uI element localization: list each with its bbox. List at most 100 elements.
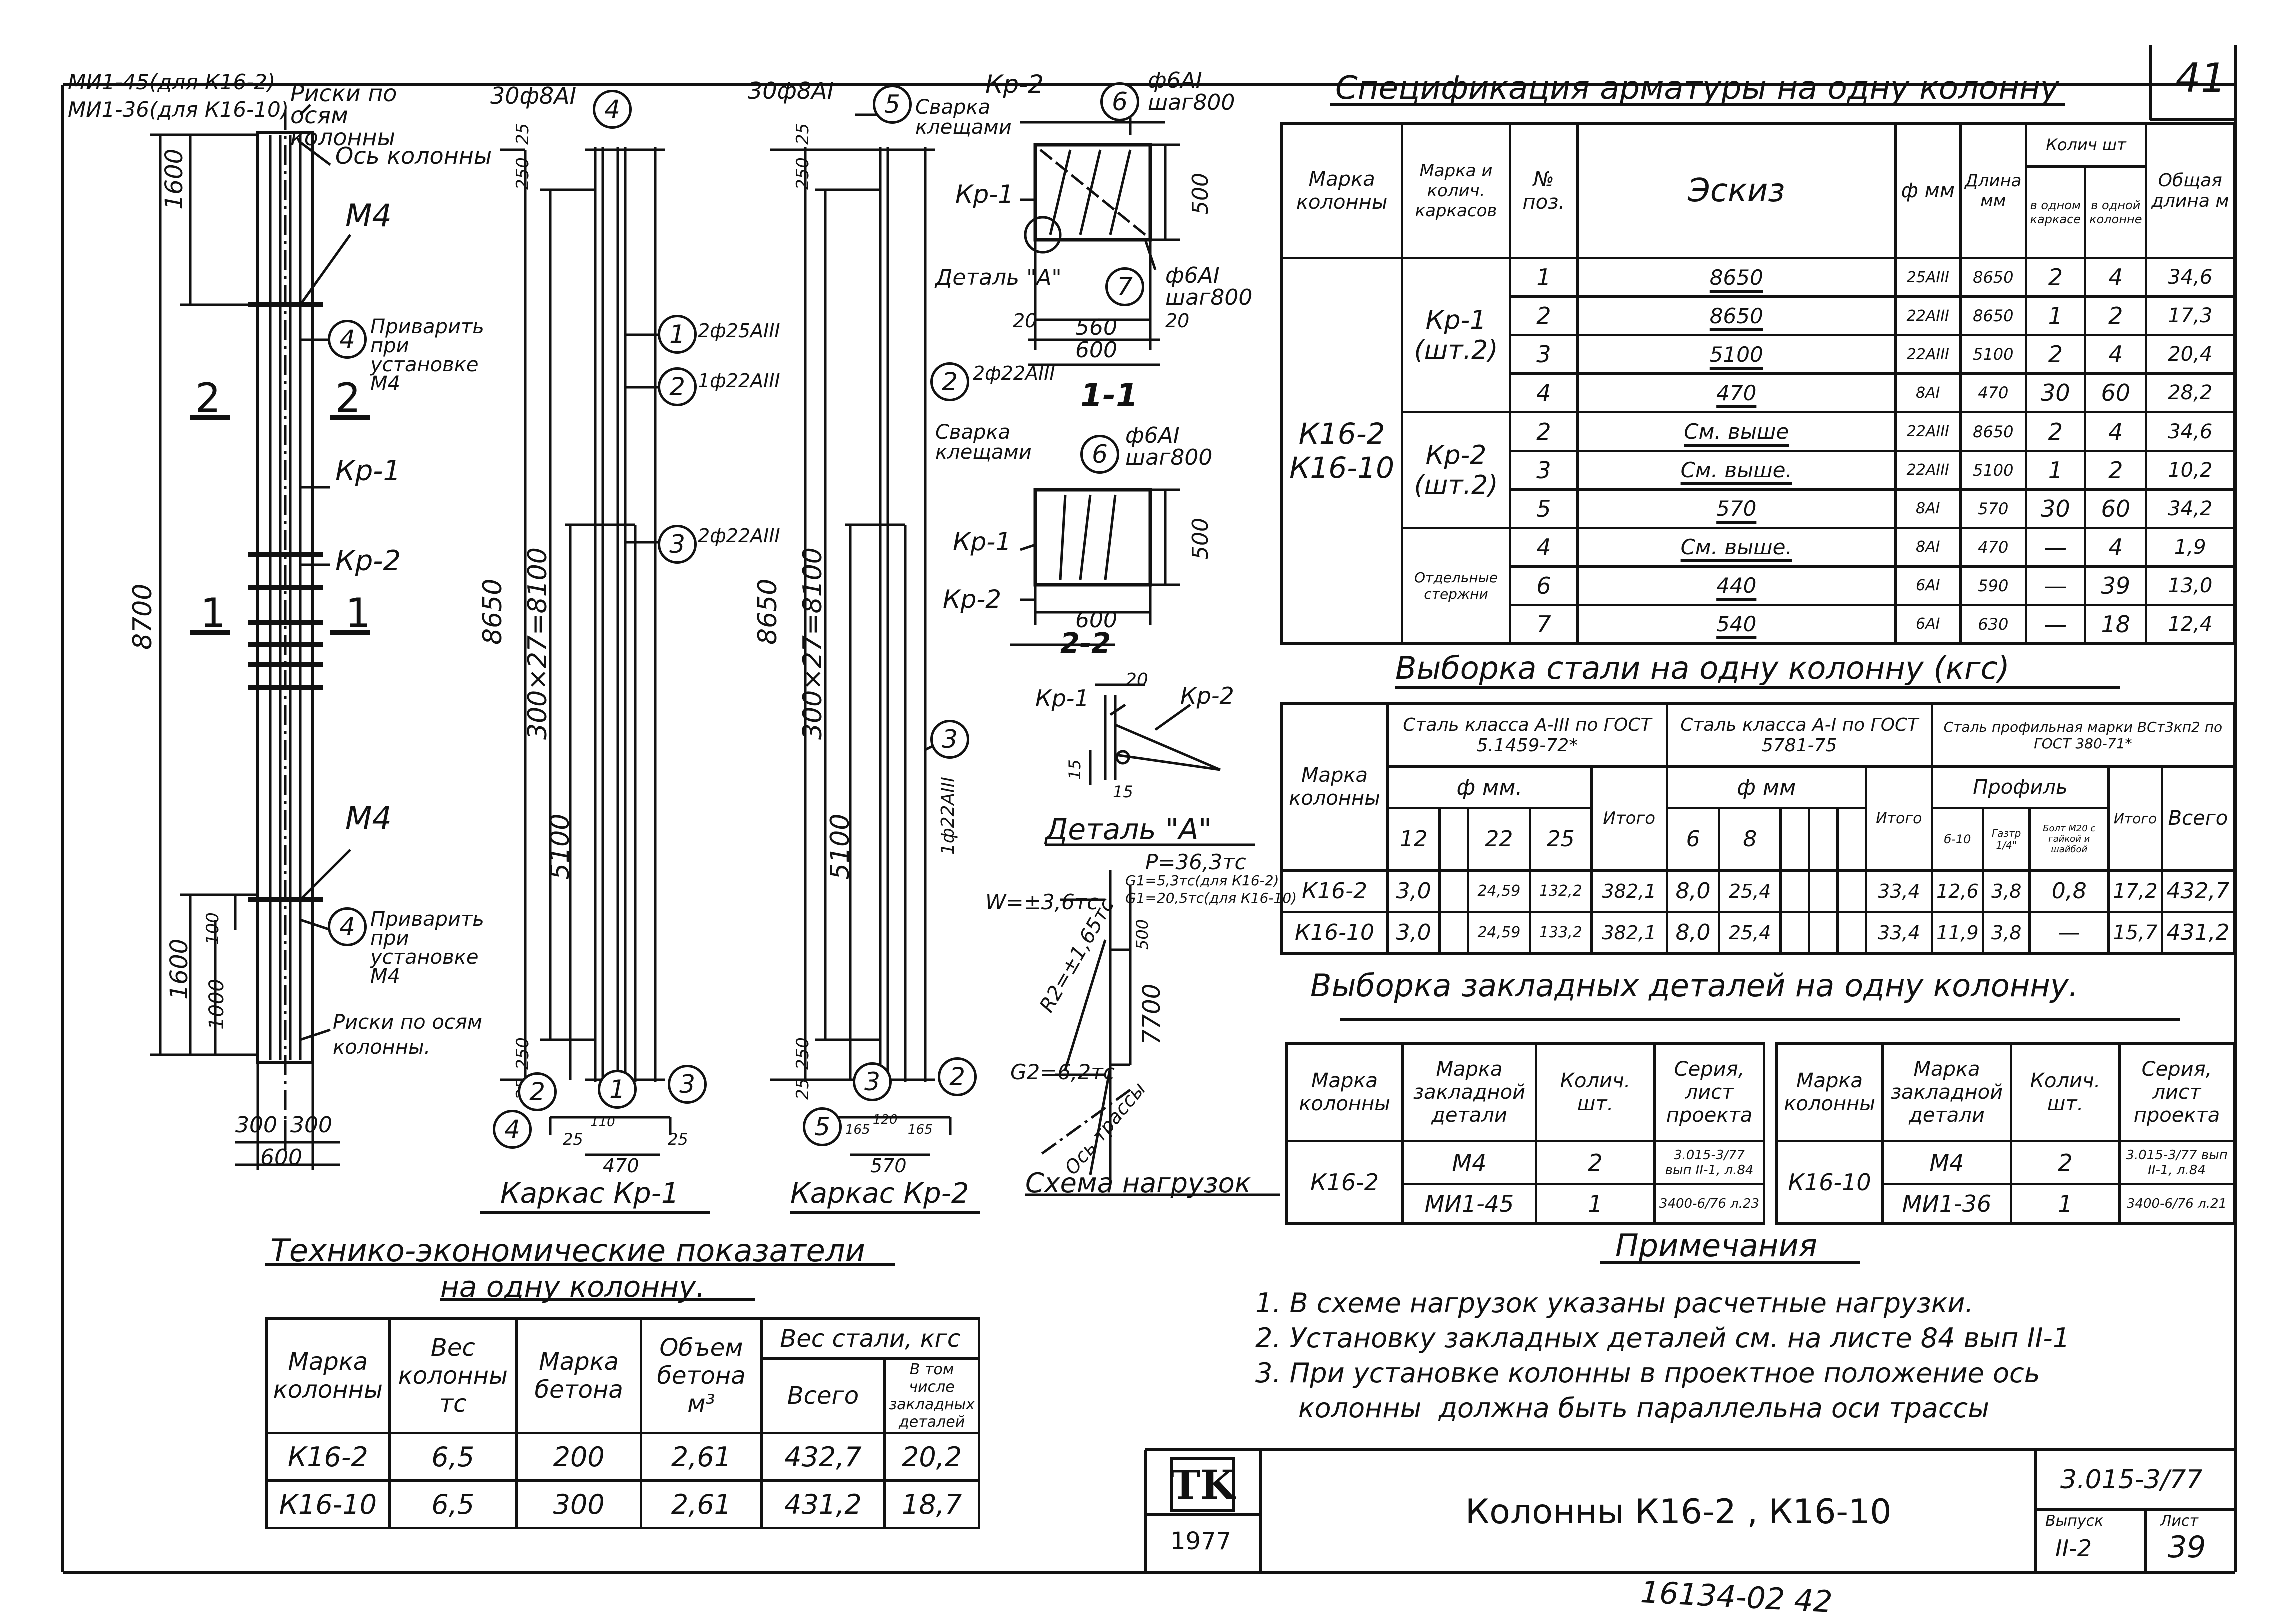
m4-bottom-label: М4 bbox=[345, 800, 392, 836]
spec-len: 8650 bbox=[1959, 257, 2027, 298]
s11-ref6: ф6АI шаг800 bbox=[1148, 68, 1235, 116]
spec-d: 6АI bbox=[1894, 565, 1962, 606]
spec-n-cage: — bbox=[2024, 526, 2087, 568]
emb-right-ref-1: 3400-6/76 л.21 bbox=[2118, 1183, 2235, 1225]
ref-circle-3-kr2: 3 bbox=[930, 720, 969, 759]
emb-right-part-1: МИ1-36 bbox=[1881, 1183, 2012, 1225]
tei-title: Технико-экономические показатели bbox=[270, 1232, 865, 1269]
steel-empty bbox=[1438, 869, 1470, 914]
sheet-title: Колонны К16-2 , К16-10 bbox=[1465, 1492, 1892, 1532]
note-item: колонны должна быть параллельна оси трас… bbox=[1255, 1392, 1989, 1424]
s22-dim-500: 500 bbox=[1188, 518, 1213, 560]
tei-w: 6,5 bbox=[388, 1432, 518, 1482]
ref-circle-2-kr2: 2 bbox=[930, 362, 969, 402]
load-dim-7700: 7700 bbox=[1138, 984, 1166, 1045]
spec-d: 6АI bbox=[1894, 604, 1962, 646]
emb-h-ref: Серия, лист проекта bbox=[1653, 1042, 1765, 1142]
weld-bottom-label: Приварить при установке М4 bbox=[370, 908, 484, 988]
spec-table: Марка колонны Марка и колич. каркасов № … bbox=[1280, 122, 2235, 646]
spec-n-col: 4 bbox=[2084, 257, 2148, 298]
steel-h-mark: Марка колонны bbox=[1280, 702, 1389, 872]
cage2-bar2: 2ф22АIII bbox=[973, 362, 1055, 384]
spec-pos: 5 bbox=[1508, 488, 1579, 530]
spec-title: Спецификация арматуры на одну колонну bbox=[1335, 70, 2059, 107]
steel-p2: 3,8 bbox=[1982, 869, 2031, 914]
spec-pos: 4 bbox=[1508, 526, 1579, 568]
detA-dim-15b: 15 bbox=[1113, 782, 1133, 802]
steel-s1: 382,1 bbox=[1590, 869, 1668, 914]
steel-c8: 25,4 bbox=[1718, 910, 1782, 956]
s11-detail: Деталь "А" bbox=[935, 265, 1062, 290]
section-ref-5-kr2: 5 bbox=[803, 1108, 842, 1146]
steel-mark: К16-2 bbox=[1280, 869, 1389, 914]
embedded-title: Выборка закладных деталей на одну колонн… bbox=[1310, 968, 2079, 1004]
tei-v: 2,61 bbox=[640, 1480, 763, 1530]
steel-c12: 3,0 bbox=[1386, 910, 1441, 956]
spec-sketch: См. выше. bbox=[1576, 450, 1897, 491]
spec-cage-kr2: Кр-2 (шт.2) bbox=[1401, 411, 1511, 530]
notes-title: Примечания bbox=[1615, 1228, 1817, 1264]
steel-h-prof: Сталь профильная марки ВСт3кп2 по ГОСТ 3… bbox=[1930, 702, 2236, 768]
weld-top-label: Приварить при установке М4 bbox=[370, 316, 484, 396]
steel-empty bbox=[1836, 910, 1867, 956]
dim-600: 600 bbox=[260, 1145, 302, 1170]
cage1-bar1: 2ф25АIII bbox=[698, 320, 780, 342]
steel-h-p1: б-10 bbox=[1930, 807, 1985, 872]
spec-n-col: 2 bbox=[2084, 450, 2148, 491]
steel-p1: 12,6 bbox=[1930, 869, 1985, 914]
emb-left-part-0: М4 bbox=[1401, 1140, 1537, 1186]
tei-h-concrete: Марка бетона bbox=[515, 1318, 643, 1434]
spec-d: 22АIII bbox=[1894, 411, 1962, 452]
spec-sketch: 540 bbox=[1576, 604, 1897, 646]
spec-len: 570 bbox=[1959, 488, 2027, 530]
emb-h-qty: Колич. шт. bbox=[1535, 1042, 1656, 1142]
embedded-mark-1: МИ1-45(для К16-2) bbox=[68, 70, 276, 94]
steel-h-12: 12 bbox=[1386, 807, 1441, 872]
s22-kr2: Кр-2 bbox=[943, 585, 1002, 614]
spec-total: 10,2 bbox=[2145, 450, 2235, 491]
steel-c22: 24,59 bbox=[1467, 910, 1531, 956]
spec-len: 5100 bbox=[1959, 450, 2027, 491]
detA-kr1: Кр-1 bbox=[1035, 685, 1089, 712]
series-code: 3.015-3/77 bbox=[2060, 1465, 2203, 1495]
note-item: 1. В схеме нагрузок указаны расчетные на… bbox=[1255, 1288, 1974, 1319]
spec-total: 34,6 bbox=[2145, 411, 2235, 452]
spec-n-cage: 30 bbox=[2024, 488, 2087, 530]
ref-circle-1: 1 bbox=[658, 315, 697, 354]
spec-total: 12,4 bbox=[2145, 604, 2235, 646]
spec-sketch: См. выше bbox=[1576, 411, 1897, 452]
spec-n-cage: — bbox=[2024, 565, 2087, 606]
steel-c6: 8,0 bbox=[1665, 910, 1721, 956]
spec-n-col: 4 bbox=[2084, 334, 2148, 376]
s22-ref6: ф6АI шаг800 bbox=[1125, 423, 1213, 470]
spec-d: 22АIII bbox=[1894, 450, 1962, 491]
spec-total: 13,0 bbox=[2145, 565, 2235, 606]
axis-label: Ось колонны bbox=[335, 142, 492, 170]
cage1-dim-250-bottom: 250 bbox=[513, 1038, 533, 1070]
section-mark-1-right: 1 bbox=[345, 590, 371, 636]
spec-h-mark: Марка колонны bbox=[1280, 122, 1404, 260]
spec-h-cages: Марка и колич. каркасов bbox=[1401, 122, 1511, 260]
load-W: W=±3,6тс bbox=[985, 890, 1099, 914]
steel-h-25: 25 bbox=[1528, 807, 1593, 872]
tei-mark: К16-10 bbox=[265, 1480, 391, 1530]
spec-n-col: 4 bbox=[2084, 526, 2148, 568]
s11-ref7: ф6АI шаг800 bbox=[1165, 263, 1253, 310]
note-item: 2. Установку закладных деталей см. на ли… bbox=[1255, 1322, 2070, 1354]
section-ref-2: 2 bbox=[518, 1072, 557, 1112]
tei-subtitle: на одну колонну. bbox=[440, 1270, 705, 1304]
spec-sketch: 570 bbox=[1576, 488, 1897, 530]
load-G1a: G1=5,3тс(для К16-2) bbox=[1125, 872, 1279, 889]
steel-h-itogo1: Итого bbox=[1590, 766, 1668, 872]
steel-c22: 24,59 bbox=[1467, 869, 1531, 914]
load-G2: G2=6,2тс bbox=[1010, 1060, 1115, 1084]
spec-n-col: 60 bbox=[2084, 488, 2148, 530]
cage1-dim-250-top: 250 bbox=[513, 158, 533, 190]
spec-n-cage: 2 bbox=[2024, 334, 2087, 376]
spec-pos: 4 bbox=[1508, 372, 1579, 414]
cage1-dim-5100: 5100 bbox=[545, 814, 575, 880]
emb-h-qty: Колич. шт. bbox=[2010, 1042, 2121, 1142]
spec-h-sketch: Эскиз bbox=[1576, 122, 1897, 260]
